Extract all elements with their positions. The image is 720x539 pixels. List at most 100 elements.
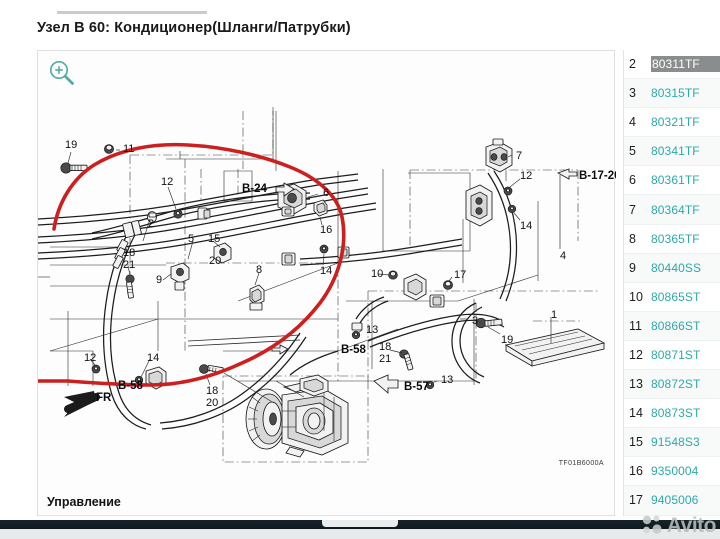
part-index: 11 bbox=[629, 318, 642, 333]
part-index: 15 bbox=[629, 435, 643, 450]
part-number[interactable]: 80871ST bbox=[651, 347, 701, 362]
washer-12-right bbox=[503, 186, 513, 196]
part-index: 12 bbox=[629, 347, 643, 362]
bottom-strip bbox=[0, 529, 720, 539]
part-row[interactable]: 13 80872ST bbox=[624, 370, 720, 400]
washer-13b bbox=[425, 380, 435, 390]
svg-text:18: 18 bbox=[379, 341, 391, 353]
compressor-assembly bbox=[245, 374, 349, 458]
part-row[interactable]: 189570106 bbox=[624, 515, 720, 516]
svg-text:21: 21 bbox=[123, 259, 135, 271]
part-row[interactable]: 14 80873ST bbox=[624, 399, 720, 429]
part-index: 2 bbox=[629, 57, 636, 72]
diagram-panel[interactable]: .ln { fill:none; stroke:#2b2b2b; stroke-… bbox=[37, 50, 616, 516]
washer-12-lower bbox=[91, 364, 101, 374]
part-index: 4 bbox=[629, 115, 636, 130]
avito-watermark-text: Avito bbox=[666, 513, 717, 537]
part-row[interactable]: 5 80341TF bbox=[624, 137, 720, 167]
svg-text:13: 13 bbox=[441, 374, 453, 386]
svg-text:14: 14 bbox=[147, 352, 159, 364]
part-row[interactable]: 11 80866ST bbox=[624, 311, 720, 341]
svg-text:15: 15 bbox=[208, 233, 220, 245]
part-number[interactable]: 9405006 bbox=[651, 493, 699, 508]
port-9 bbox=[170, 262, 190, 291]
part-index: 3 bbox=[629, 86, 636, 101]
part-index: 14 bbox=[629, 406, 643, 421]
plate-1 bbox=[504, 328, 606, 367]
drawing-code: TF01B6000A bbox=[558, 460, 604, 467]
nut-11 bbox=[104, 144, 114, 154]
part-row[interactable]: 3 80315TF bbox=[624, 79, 720, 109]
part-index: 8 bbox=[629, 231, 636, 246]
nut-10 bbox=[388, 270, 398, 280]
part-index: 5 bbox=[629, 144, 636, 159]
washer-12a bbox=[173, 209, 183, 219]
part-number[interactable]: 80361TF bbox=[651, 173, 700, 188]
part-row[interactable]: 12 80871ST bbox=[624, 340, 720, 371]
part-row[interactable]: 2 80311TF bbox=[624, 50, 720, 80]
part-number[interactable]: 9350004 bbox=[651, 464, 699, 479]
front-direction-arrow bbox=[64, 391, 100, 417]
red-annotation-circle bbox=[38, 142, 346, 387]
part-number[interactable]: 80872ST bbox=[651, 377, 701, 392]
svg-text:1: 1 bbox=[551, 309, 557, 321]
part-number[interactable]: 91548S3 bbox=[651, 435, 700, 450]
part-index: 16 bbox=[629, 464, 643, 479]
part-row[interactable]: 16 9350004 bbox=[624, 457, 720, 487]
reference-labels: B-24 B-17-20 B-58 B-57 B-58 FR bbox=[96, 170, 616, 404]
part-row[interactable]: 8 80365TF bbox=[624, 224, 720, 254]
svg-text:19: 19 bbox=[65, 139, 77, 151]
callout-labels: 19 11 12 2 18 21 5 9 15 20 12 14 18 20 8… bbox=[65, 139, 566, 409]
svg-text:12: 12 bbox=[84, 352, 96, 364]
part-number[interactable]: 80440SS bbox=[651, 260, 702, 275]
part-row[interactable]: 7 80364TF bbox=[624, 195, 720, 225]
part-number[interactable]: 80873ST bbox=[651, 406, 701, 421]
svg-text:B-17-20: B-17-20 bbox=[579, 170, 616, 182]
part-number[interactable]: 80866ST bbox=[651, 318, 701, 333]
nut-17 bbox=[443, 280, 453, 290]
washer-14-right bbox=[507, 204, 517, 214]
svg-text:13: 13 bbox=[366, 324, 378, 336]
part-index: 7 bbox=[629, 202, 636, 217]
part-row[interactable]: 4 80321TF bbox=[624, 108, 720, 138]
svg-text:19: 19 bbox=[501, 334, 513, 346]
zoom-in-icon[interactable] bbox=[46, 57, 78, 89]
bolt-18-21-right bbox=[399, 349, 414, 371]
part-number[interactable]: 80364TF bbox=[651, 202, 700, 217]
svg-text:2: 2 bbox=[148, 218, 154, 230]
svg-text:20: 20 bbox=[206, 397, 218, 409]
part-number[interactable]: 80865ST bbox=[651, 289, 701, 304]
exploded-parts-drawing: .ln { fill:none; stroke:#2b2b2b; stroke-… bbox=[38, 107, 616, 463]
bolt-19 bbox=[60, 162, 88, 174]
section-label-control: Управление bbox=[47, 495, 121, 509]
part-number[interactable]: 80321TF bbox=[651, 115, 700, 130]
part-index: 13 bbox=[629, 377, 643, 392]
svg-text:12: 12 bbox=[161, 176, 173, 188]
svg-text:17: 17 bbox=[454, 269, 466, 281]
part-number[interactable]: 80341TF bbox=[651, 144, 700, 159]
svg-text:B-58: B-58 bbox=[118, 380, 144, 392]
svg-text:14: 14 bbox=[320, 265, 332, 277]
washer-13a bbox=[351, 330, 361, 340]
part-number[interactable]: 80311TF bbox=[651, 56, 720, 73]
svg-text:7: 7 bbox=[516, 150, 522, 162]
svg-text:10: 10 bbox=[371, 268, 383, 280]
washer-14-center bbox=[319, 244, 329, 254]
svg-text:B-58: B-58 bbox=[341, 344, 367, 356]
top-divider bbox=[57, 11, 207, 14]
part-number[interactable]: 80315TF bbox=[651, 86, 700, 101]
device-notch bbox=[322, 520, 398, 527]
washer-14-lower bbox=[134, 375, 144, 385]
part-row[interactable]: 15 91548S3 bbox=[624, 428, 720, 458]
avito-watermark: Avito bbox=[641, 513, 717, 537]
svg-text:4: 4 bbox=[560, 250, 566, 262]
svg-text:FR: FR bbox=[96, 392, 112, 404]
connector-8 bbox=[249, 284, 265, 311]
part-number[interactable]: 80365TF bbox=[651, 231, 700, 246]
